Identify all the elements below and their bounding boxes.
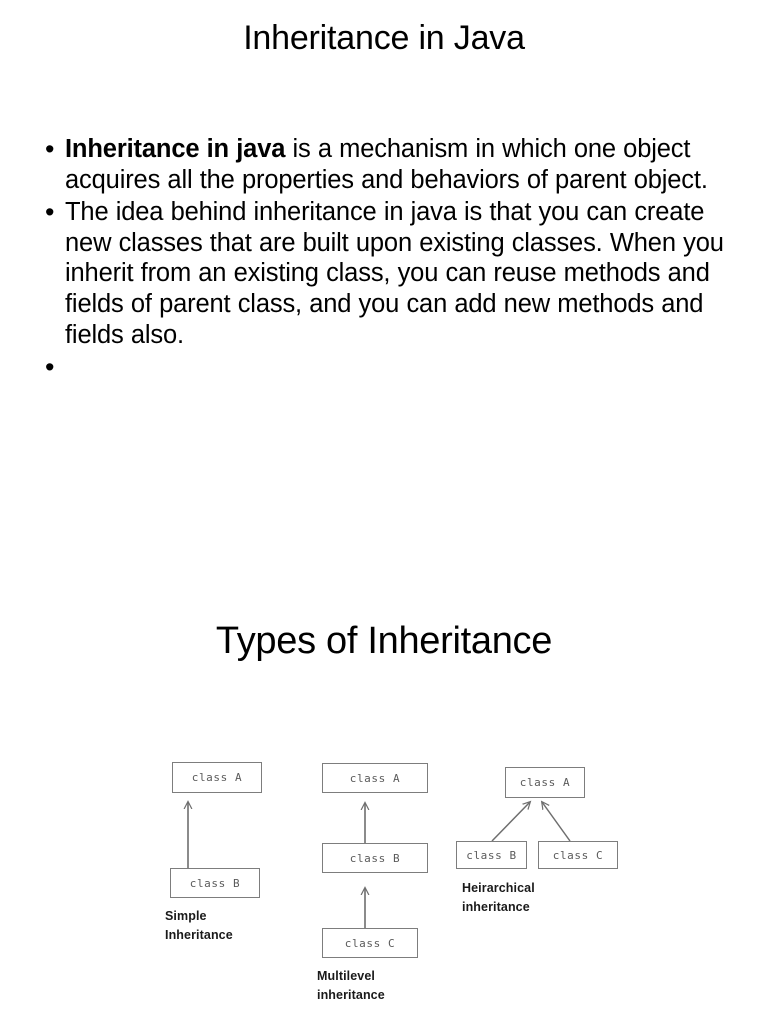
list-item-text: The idea behind inheritance in java is t… (65, 198, 724, 349)
diagram-multilevel-inheritance: class A class B class C Multilevel inher… (312, 740, 452, 1010)
class-node-b: class B (456, 841, 527, 869)
diagram-caption-line2: inheritance (317, 988, 385, 1002)
section-heading: Types of Inheritance (215, 620, 553, 662)
diagram-caption-line2: Inheritance (165, 928, 233, 942)
diagram-heirarchical-inheritance: class A class B class C Heirarchical inh… (452, 740, 632, 920)
list-item-text: Inheritance in java is a mechanism in wh… (65, 134, 730, 195)
class-node-a: class A (172, 762, 262, 793)
class-node-label: class B (349, 851, 401, 865)
list-item: • The idea behind inheritance in java is… (40, 197, 730, 350)
diagram-caption-line1: Heirarchical (462, 881, 535, 895)
class-node-c: class C (538, 841, 618, 869)
list-item-text (65, 352, 730, 378)
class-node-a: class A (505, 767, 585, 798)
bullet-list: • Inheritance in java is a mechanism in … (40, 134, 730, 385)
class-node-label: class C (552, 848, 604, 862)
class-node-label: class A (349, 771, 401, 785)
class-node-b: class B (170, 868, 260, 898)
inheritance-diagrams: class A class B Simple Inheritance class… (0, 740, 768, 1020)
class-node-a: class A (322, 763, 428, 793)
diagram-caption-line2: inheritance (462, 900, 530, 914)
bullet-marker-icon: • (45, 134, 55, 164)
diagram-caption-line1: Simple (165, 909, 207, 923)
class-node-b: class B (322, 843, 428, 873)
diagram-caption-line1: Multilevel (317, 969, 375, 983)
list-item-text-bold: Inheritance in java (65, 135, 286, 163)
bullet-marker-icon: • (45, 352, 55, 383)
list-item: • (40, 352, 730, 383)
class-node-label: class C (344, 936, 396, 950)
class-node-label: class A (519, 776, 571, 789)
class-node-label: class A (191, 771, 243, 784)
list-item: • Inheritance in java is a mechanism in … (40, 134, 730, 195)
class-node-label: class B (466, 848, 517, 862)
page-title: Inheritance in Java (243, 19, 525, 57)
class-node-c: class C (322, 928, 418, 958)
class-node-label: class B (189, 876, 241, 890)
bullet-marker-icon: • (45, 197, 55, 228)
diagram-simple-inheritance: class A class B Simple Inheritance (160, 740, 300, 960)
list-item-text-rest: is a mechanism in which one object acqui… (65, 135, 708, 194)
